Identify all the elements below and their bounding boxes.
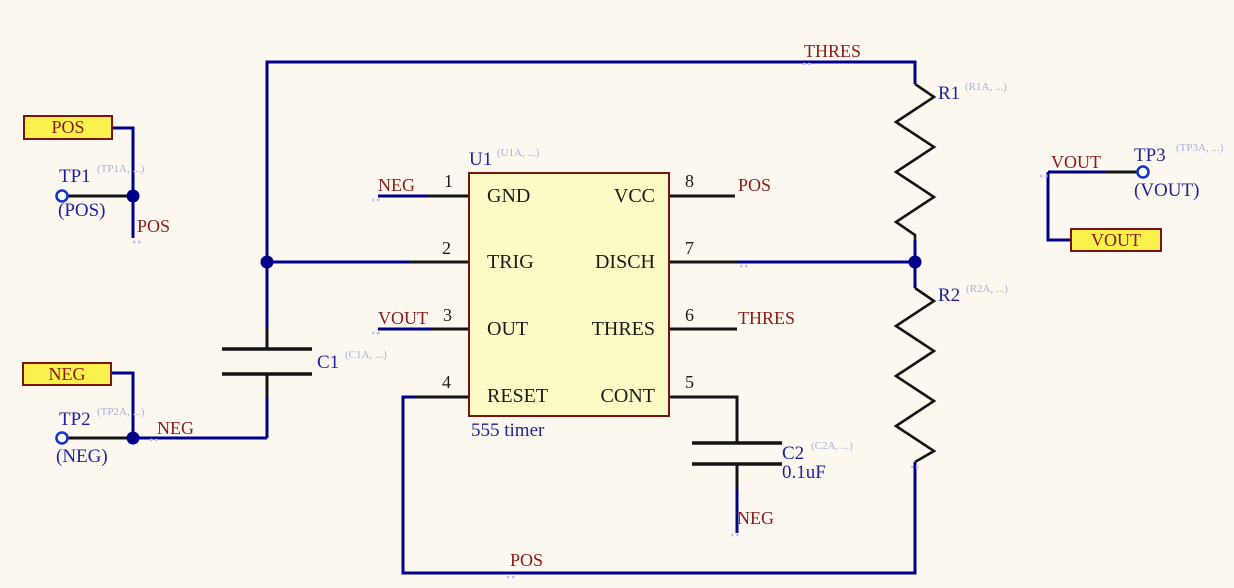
flag-vout-label: VOUT (1091, 229, 1141, 250)
pin-name-vcc: VCC (613, 185, 655, 207)
pin-name-reset: RESET (487, 385, 549, 407)
ic-u1-body[interactable] (468, 172, 670, 417)
flag-vout[interactable]: VOUT (1070, 228, 1162, 252)
junction-dots (126, 189, 922, 445)
net-label-vout-tp3[interactable]: VOUT (1051, 152, 1101, 172)
flag-pos-label: POS (51, 117, 85, 137)
net-label-neg-c2[interactable]: NEG (737, 508, 774, 528)
capacitor-c2-symbol[interactable] (692, 441, 782, 466)
net-label-pos-tp1[interactable]: POS (137, 216, 171, 236)
capacitor-c1-suffix: (C1A, ...) (345, 349, 387, 361)
ic-reference-suffix: (U1A, ...) (497, 147, 540, 159)
ic-reference[interactable]: U1 (469, 149, 493, 170)
testpoint-tp3-reference[interactable]: TP3 (1134, 145, 1166, 166)
pin-number-4: 4 (442, 372, 451, 392)
pin-number-2: 2 (442, 238, 451, 258)
wire-neg-tp2[interactable] (112, 371, 267, 440)
pin-number-6: 6 (685, 305, 694, 325)
net-wires[interactable] (112, 60, 1105, 575)
resistor-r2-symbol[interactable] (893, 286, 937, 464)
flag-pos[interactable]: POS (23, 115, 113, 140)
net-label-thres-top[interactable]: THRES (804, 41, 862, 61)
resistor-r2-reference[interactable]: R2 (938, 285, 961, 306)
net-label-pin3-vout[interactable]: VOUT (378, 308, 428, 328)
testpoint-tp2-reference[interactable]: TP2 (59, 409, 91, 430)
capacitor-c2-value[interactable]: 0.1uF (782, 462, 826, 483)
wire-pos-tp1[interactable] (112, 126, 135, 238)
net-label-pin1-neg[interactable]: NEG (378, 175, 415, 195)
pin5-stub[interactable] (670, 395, 739, 443)
testpoint-tp1-reference[interactable]: TP1 (59, 166, 91, 187)
testpoint-tp2-suffix: (TP2A, ...) (97, 406, 145, 418)
resistor-r1-suffix: (R1A, ...) (965, 81, 1007, 93)
capacitor-c1-reference[interactable]: C1 (317, 352, 340, 373)
wire-thres-top[interactable] (265, 60, 917, 262)
pin-name-disch: DISCH (594, 251, 655, 273)
resistor-r2-suffix: (R2A, ...) (966, 283, 1008, 295)
ic-subtitle[interactable]: 555 timer (471, 420, 545, 441)
flag-neg[interactable]: NEG (22, 362, 112, 386)
pin-number-1: 1 (444, 171, 453, 191)
testpoint-tp1-pad[interactable] (55, 189, 69, 203)
pin-stubs[interactable] (68, 170, 1137, 490)
junction-dot (260, 255, 274, 269)
capacitor-c2-reference[interactable]: C2 (782, 443, 805, 464)
pin-number-7: 7 (685, 238, 694, 258)
net-label-neg-tp2[interactable]: NEG (157, 418, 194, 438)
capacitor-c1-symbol[interactable] (222, 347, 312, 376)
net-label-pin8-pos[interactable]: POS (738, 175, 772, 195)
pin-name-gnd: GND (487, 185, 531, 207)
pin-number-5: 5 (685, 372, 694, 392)
junction-dot (126, 431, 140, 445)
testpoint-tp3-pad[interactable] (1136, 165, 1150, 179)
resistor-r1-reference[interactable]: R1 (938, 83, 961, 104)
pin-number-8: 8 (685, 171, 694, 191)
net-label-pos-bottom[interactable]: POS (510, 550, 544, 570)
testpoint-tp2-pad[interactable] (55, 431, 69, 445)
wire-vout-flag[interactable] (1046, 172, 1070, 242)
junction-dot (126, 189, 140, 203)
pin-name-out: OUT (487, 318, 529, 340)
testpoint-tp3-net: (VOUT) (1134, 180, 1200, 201)
flag-neg-label: NEG (48, 363, 86, 384)
capacitor-c2-suffix: (C2A, ...) (811, 440, 853, 452)
pin-name-cont: CONT (600, 385, 655, 407)
testpoint-tp2-net: (NEG) (56, 446, 108, 467)
pin-name-thres: THRES (591, 318, 655, 340)
testpoint-tp1-net: (POS) (58, 200, 106, 221)
junction-dot (908, 255, 922, 269)
resistor-r1-symbol[interactable] (893, 82, 937, 240)
pin-number-3: 3 (443, 305, 452, 325)
wire-pos-bottom[interactable] (401, 395, 917, 575)
testpoint-tp1-suffix: (TP1A, ...) (97, 163, 145, 175)
testpoint-tp3-suffix: (TP3A, ...) (1176, 142, 1224, 154)
anchor-ticks (133, 62, 1049, 579)
pin-name-trig: TRIG (487, 251, 534, 273)
net-label-pin6-thres[interactable]: THRES (738, 308, 796, 328)
